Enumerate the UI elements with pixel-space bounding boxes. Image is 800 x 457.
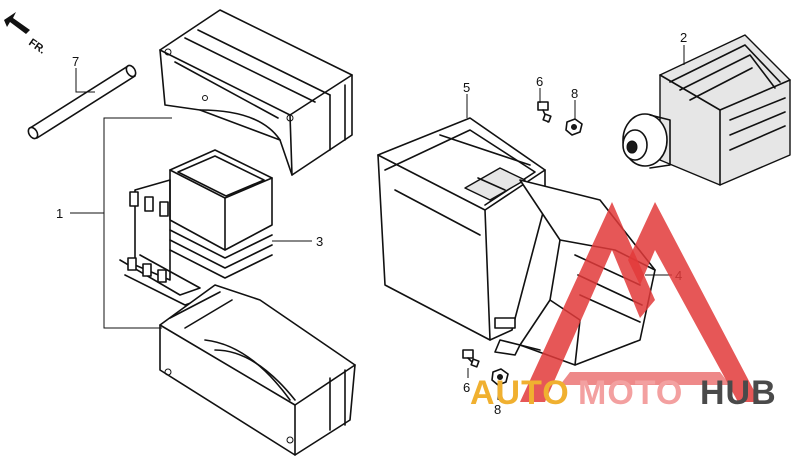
front-coil-cover-part <box>377 117 546 341</box>
rubber-tube-part <box>27 64 137 140</box>
callout-8-lower: 8 <box>494 402 501 417</box>
watermark-auto: AUTO <box>470 374 570 412</box>
assembly-bracket <box>70 117 172 329</box>
watermark-moto: MOTO <box>578 374 683 412</box>
callout-1: 1 <box>56 206 63 221</box>
callout-6-upper: 6 <box>536 74 543 89</box>
leader-lines <box>75 45 685 400</box>
warning-triangle-icon <box>520 202 655 402</box>
upper-cover-half <box>159 9 353 176</box>
upper-bolt-part <box>537 101 552 123</box>
watermark-hub: HUB <box>700 374 777 412</box>
callout-3: 3 <box>316 234 323 249</box>
front-label: FR. <box>26 37 47 57</box>
ignition-coil-part <box>622 34 791 186</box>
callout-8-upper: 8 <box>571 86 578 101</box>
arrow-icon <box>4 12 30 34</box>
callout-6-lower: 6 <box>463 380 470 395</box>
lower-nut-part <box>491 368 509 386</box>
watermark-logo: AUTO MOTO HUB <box>470 202 777 412</box>
callout-7: 7 <box>72 54 79 69</box>
lower-cover-half <box>159 284 356 456</box>
upper-nut-part <box>565 118 583 136</box>
callout-2: 2 <box>680 30 687 45</box>
lower-bolt-part <box>462 349 480 368</box>
coil-core-part <box>119 149 273 306</box>
callout-5: 5 <box>463 80 470 95</box>
front-direction-indicator: FR. <box>4 12 48 57</box>
